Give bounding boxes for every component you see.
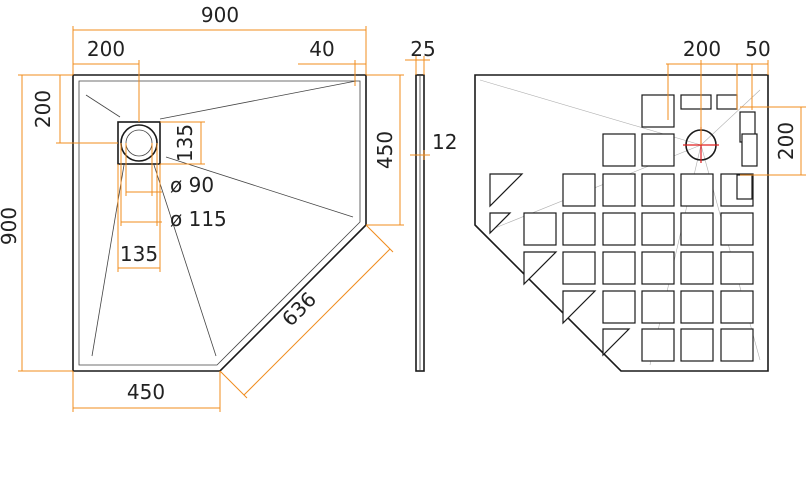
rear-outline	[474, 74, 769, 372]
grid-cell	[602, 290, 636, 324]
side-view	[415, 74, 425, 372]
grid-cell-partial	[562, 290, 597, 325]
dim-label: 50	[745, 37, 770, 61]
dim-label: 450	[373, 131, 397, 169]
dim-label: 25	[410, 37, 435, 61]
grid-cell	[720, 251, 754, 285]
dim-label: 200	[774, 122, 798, 160]
dim-rear-drain-offset-x: 200	[666, 37, 769, 145]
dim-diagonal-side: 636	[219, 224, 394, 399]
grid-cell	[602, 133, 636, 167]
dim-label: 135	[120, 242, 158, 266]
grid-cell-small	[716, 94, 738, 110]
grid-cell	[641, 94, 675, 128]
dim-label: 900	[201, 3, 239, 27]
grid-cell	[602, 251, 636, 285]
dim-label: 200	[31, 90, 55, 128]
rear-view	[474, 74, 769, 372]
grid-cell-partial	[489, 173, 524, 208]
grid-cell	[562, 251, 596, 285]
grid-cell	[562, 212, 596, 246]
grid-cell-small	[741, 133, 758, 167]
slope-line	[153, 164, 217, 357]
dim-drain-diameter-inner: ø 90	[125, 143, 214, 197]
grid-cell	[680, 328, 714, 362]
tray-outline	[72, 74, 367, 372]
dim-label: 200	[683, 37, 721, 61]
tray-inner-edge	[78, 80, 361, 366]
dim-drain-square-width: 135	[117, 164, 161, 272]
grid-cell	[720, 212, 754, 246]
dim-overall-width: 900	[72, 3, 367, 75]
slope-line	[165, 156, 354, 218]
dim-label: 12	[432, 130, 457, 154]
grid-cell	[680, 212, 714, 246]
grid-cell	[680, 173, 714, 207]
grid-cell	[641, 251, 675, 285]
dim-straight-side: 450	[366, 74, 404, 226]
dim-rear-drain-gap: 50	[736, 37, 771, 110]
dim-corner-small: 40	[298, 37, 366, 86]
grid-cell	[523, 212, 557, 246]
dim-drain-offset-x: 200	[73, 37, 140, 122]
dim-label: 135	[173, 124, 197, 162]
dim-label: 200	[87, 37, 125, 61]
dim-thickness-edge: 12	[410, 130, 457, 160]
dim-label: ø 90	[170, 173, 214, 197]
dim-drain-square: 135	[160, 121, 205, 165]
rear-grid	[489, 94, 758, 362]
slope-line	[91, 164, 125, 357]
drain-square	[117, 121, 161, 165]
slope-line	[159, 80, 357, 120]
grid-cell	[641, 212, 675, 246]
dim-label: 40	[309, 37, 334, 61]
top-view	[72, 74, 367, 372]
grid-cell	[562, 173, 596, 207]
grid-cell-small	[680, 94, 712, 110]
dim-label: 450	[127, 380, 165, 404]
grid-cell	[641, 328, 675, 362]
dim-rear-drain-offset-y: 200	[740, 106, 806, 176]
grid-cell-partial	[523, 251, 558, 286]
grid-cell	[641, 173, 675, 207]
dim-label: 900	[0, 207, 21, 245]
dim-bottom-side: 450	[72, 371, 221, 412]
dim-label: ø 115	[170, 207, 227, 231]
grid-cell	[641, 290, 675, 324]
grid-cell	[720, 328, 754, 362]
grid-cell	[602, 212, 636, 246]
slope-line	[85, 94, 121, 118]
dim-thickness-total: 25	[405, 37, 436, 75]
grid-cell-partial	[602, 328, 631, 357]
grid-cell	[641, 133, 675, 167]
dim-drain-offset-y: 200	[31, 74, 118, 144]
grid-cell	[602, 173, 636, 207]
dim-overall-height: 900	[0, 74, 73, 372]
dim-drain-diameter-outer: ø 115	[120, 143, 227, 231]
grid-cell-partial	[489, 212, 512, 235]
grid-cell	[720, 290, 754, 324]
drain-inner-circle	[125, 129, 153, 157]
grid-cell	[680, 251, 714, 285]
grid-cell-small	[736, 174, 753, 200]
grid-cell	[680, 290, 714, 324]
